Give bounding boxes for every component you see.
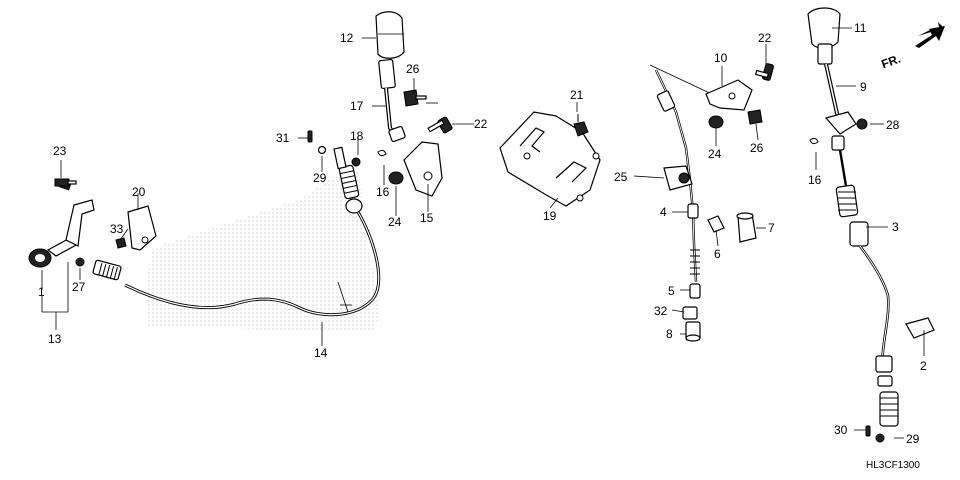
callout-28[interactable]: 28 (886, 118, 900, 132)
callout-33[interactable]: 33 (110, 222, 124, 236)
callout-4[interactable]: 4 (660, 205, 667, 219)
right-shift-assembly (807, 7, 945, 443)
callout-20[interactable]: 20 (132, 185, 146, 199)
front-direction-arrow (915, 26, 945, 48)
callout-32[interactable]: 32 (654, 304, 668, 318)
chassis-stipple (145, 170, 380, 332)
callout-24[interactable]: 24 (388, 215, 402, 229)
callout-3[interactable]: 3 (892, 220, 899, 234)
callout-7[interactable]: 7 (768, 221, 775, 235)
callout-12[interactable]: 12 (340, 31, 354, 45)
leader-lines (41, 27, 925, 439)
callout-26b[interactable]: 26 (750, 141, 764, 155)
center-cable-assembly (649, 63, 774, 342)
callout-24b[interactable]: 24 (708, 147, 722, 161)
callout-16b[interactable]: 16 (808, 173, 822, 187)
callout-11[interactable]: 11 (854, 21, 867, 35)
callout-22b[interactable]: 22 (758, 31, 772, 45)
callout-25[interactable]: 25 (614, 170, 628, 184)
callout-labels: 12 26 17 31 18 22 29 16 24 15 23 20 33 1… (38, 21, 927, 471)
callout-17[interactable]: 17 (350, 99, 364, 113)
callout-16[interactable]: 16 (376, 185, 390, 199)
callout-26[interactable]: 26 (406, 62, 420, 76)
callout-10[interactable]: 10 (714, 51, 728, 65)
callout-19[interactable]: 19 (543, 209, 557, 223)
center-plate (499, 111, 601, 207)
callout-18[interactable]: 18 (350, 129, 364, 143)
callout-8[interactable]: 8 (666, 327, 673, 341)
callout-9[interactable]: 9 (860, 80, 867, 94)
callout-23[interactable]: 23 (53, 144, 67, 158)
left-cable-assembly (28, 146, 381, 317)
callout-31[interactable]: 31 (276, 131, 290, 145)
diagram-code: HL3CF1300 (866, 460, 920, 471)
callout-5[interactable]: 5 (668, 284, 675, 298)
front-direction-label: FR. (879, 52, 902, 72)
callout-6[interactable]: 6 (714, 247, 721, 261)
callout-29[interactable]: 29 (313, 171, 327, 185)
callout-21[interactable]: 21 (570, 88, 584, 102)
callout-29b[interactable]: 29 (906, 432, 920, 446)
callout-15[interactable]: 15 (420, 211, 434, 225)
callout-1[interactable]: 1 (38, 285, 45, 299)
callout-30[interactable]: 30 (834, 423, 848, 437)
callout-2[interactable]: 2 (920, 359, 927, 373)
callout-13[interactable]: 13 (48, 332, 62, 346)
callout-27[interactable]: 27 (72, 280, 86, 294)
callout-22[interactable]: 22 (474, 117, 488, 131)
callout-14[interactable]: 14 (314, 346, 328, 360)
left-shift-lever (307, 11, 453, 197)
